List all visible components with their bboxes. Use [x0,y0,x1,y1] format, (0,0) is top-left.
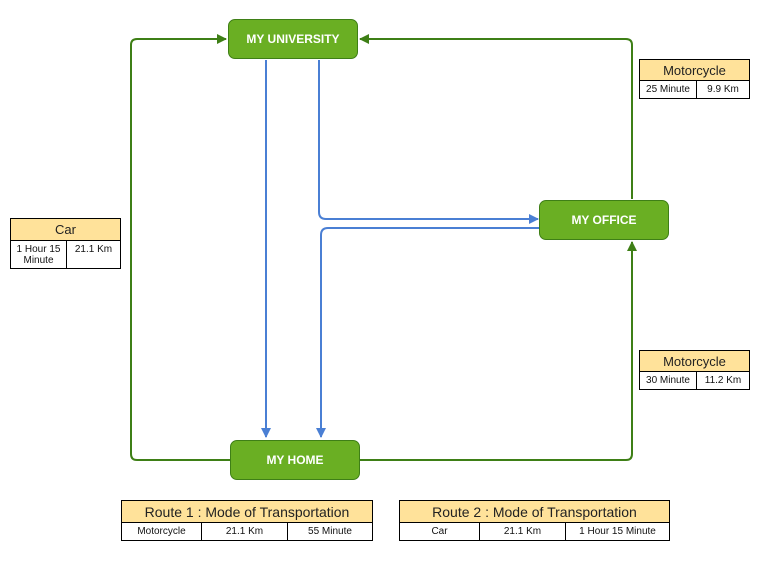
edge-home-to-office [360,241,637,461]
route-2-title: Route 2 : Mode of Transportation [400,501,669,523]
label-motorcycle-top-time: 25 Minute [640,81,697,98]
label-car-time: 1 Hour 15 Minute [11,241,67,268]
route-2-time: 1 Hour 15 Minute [579,526,656,537]
route-1-title: Route 1 : Mode of Transportation [122,501,372,523]
edge-university-to-office [318,60,539,224]
label-motorcycle-top: Motorcycle 25 Minute 9.9 Km [639,59,750,99]
route-2-distance: 21.1 Km [480,523,566,540]
label-motorcycle-bottom-time: 30 Minute [640,372,697,389]
label-car-distance: 21.1 Km [74,244,113,255]
label-car-title: Car [11,219,120,241]
label-motorcycle-top-title: Motorcycle [640,60,749,81]
route-1-distance: 21.1 Km [202,523,288,540]
label-motorcycle-bottom-title: Motorcycle [640,351,749,372]
label-car: Car 1 Hour 15 Minute 21.1 Km [10,218,121,269]
node-my-office[interactable]: MY OFFICE [539,200,669,240]
route-1-time: 55 Minute [308,526,352,537]
route-1-mode: Motorcycle [122,523,202,540]
edge-home-to-university [130,34,231,461]
route-2-mode: Car [400,523,480,540]
node-my-home[interactable]: MY HOME [230,440,360,480]
label-motorcycle-bottom-distance: 11.2 Km [704,375,742,386]
label-motorcycle-top-distance: 9.9 Km [707,84,739,95]
node-my-university[interactable]: MY UNIVERSITY [228,19,358,59]
route-1-table: Route 1 : Mode of Transportation Motorcy… [121,500,373,541]
label-motorcycle-bottom: Motorcycle 30 Minute 11.2 Km [639,350,750,390]
route-2-table: Route 2 : Mode of Transportation Car 21.… [399,500,670,541]
edge-office-to-university [359,34,633,199]
edge-office-to-home [316,227,539,438]
